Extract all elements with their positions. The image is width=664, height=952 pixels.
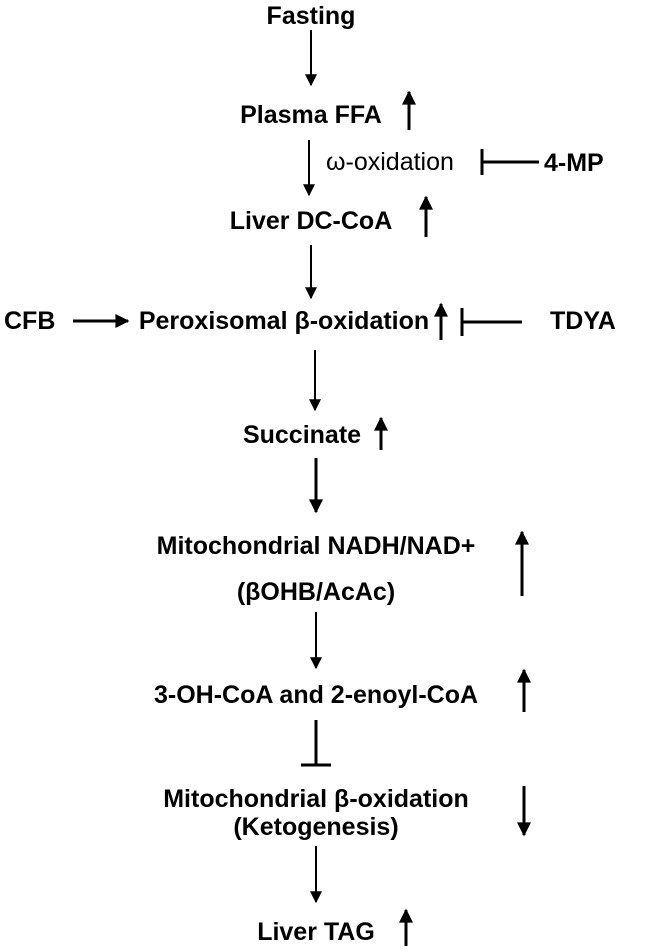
node-bohb-acac: (βOHB/AcAc) <box>236 578 396 606</box>
node-cfb: CFB <box>4 307 56 335</box>
node-succinate: Succinate <box>242 421 362 449</box>
node-liver-dc-coa: Liver DC-CoA <box>229 207 393 235</box>
node-peroxisomal-beta-oxidation: Peroxisomal β-oxidation <box>138 307 430 335</box>
node-4mp: 4-MP <box>544 149 604 177</box>
node-tdya: TDYA <box>550 307 616 335</box>
node-ketogenesis: (Ketogenesis) <box>233 813 399 841</box>
node-mitochondrial-beta-oxidation: Mitochondrial β-oxidation <box>163 785 469 813</box>
node-plasma-ffa: Plasma FFA <box>240 101 382 129</box>
node-fasting: Fasting <box>266 2 356 30</box>
node-enoyl-coa: 3-OH-CoA and 2-enoyl-CoA <box>153 681 479 709</box>
node-mitochondrial-nadh: Mitochondrial NADH/NAD+ <box>156 532 476 560</box>
node-liver-tag: Liver TAG <box>257 918 375 946</box>
node-omega-oxidation: ω-oxidation <box>326 148 454 176</box>
